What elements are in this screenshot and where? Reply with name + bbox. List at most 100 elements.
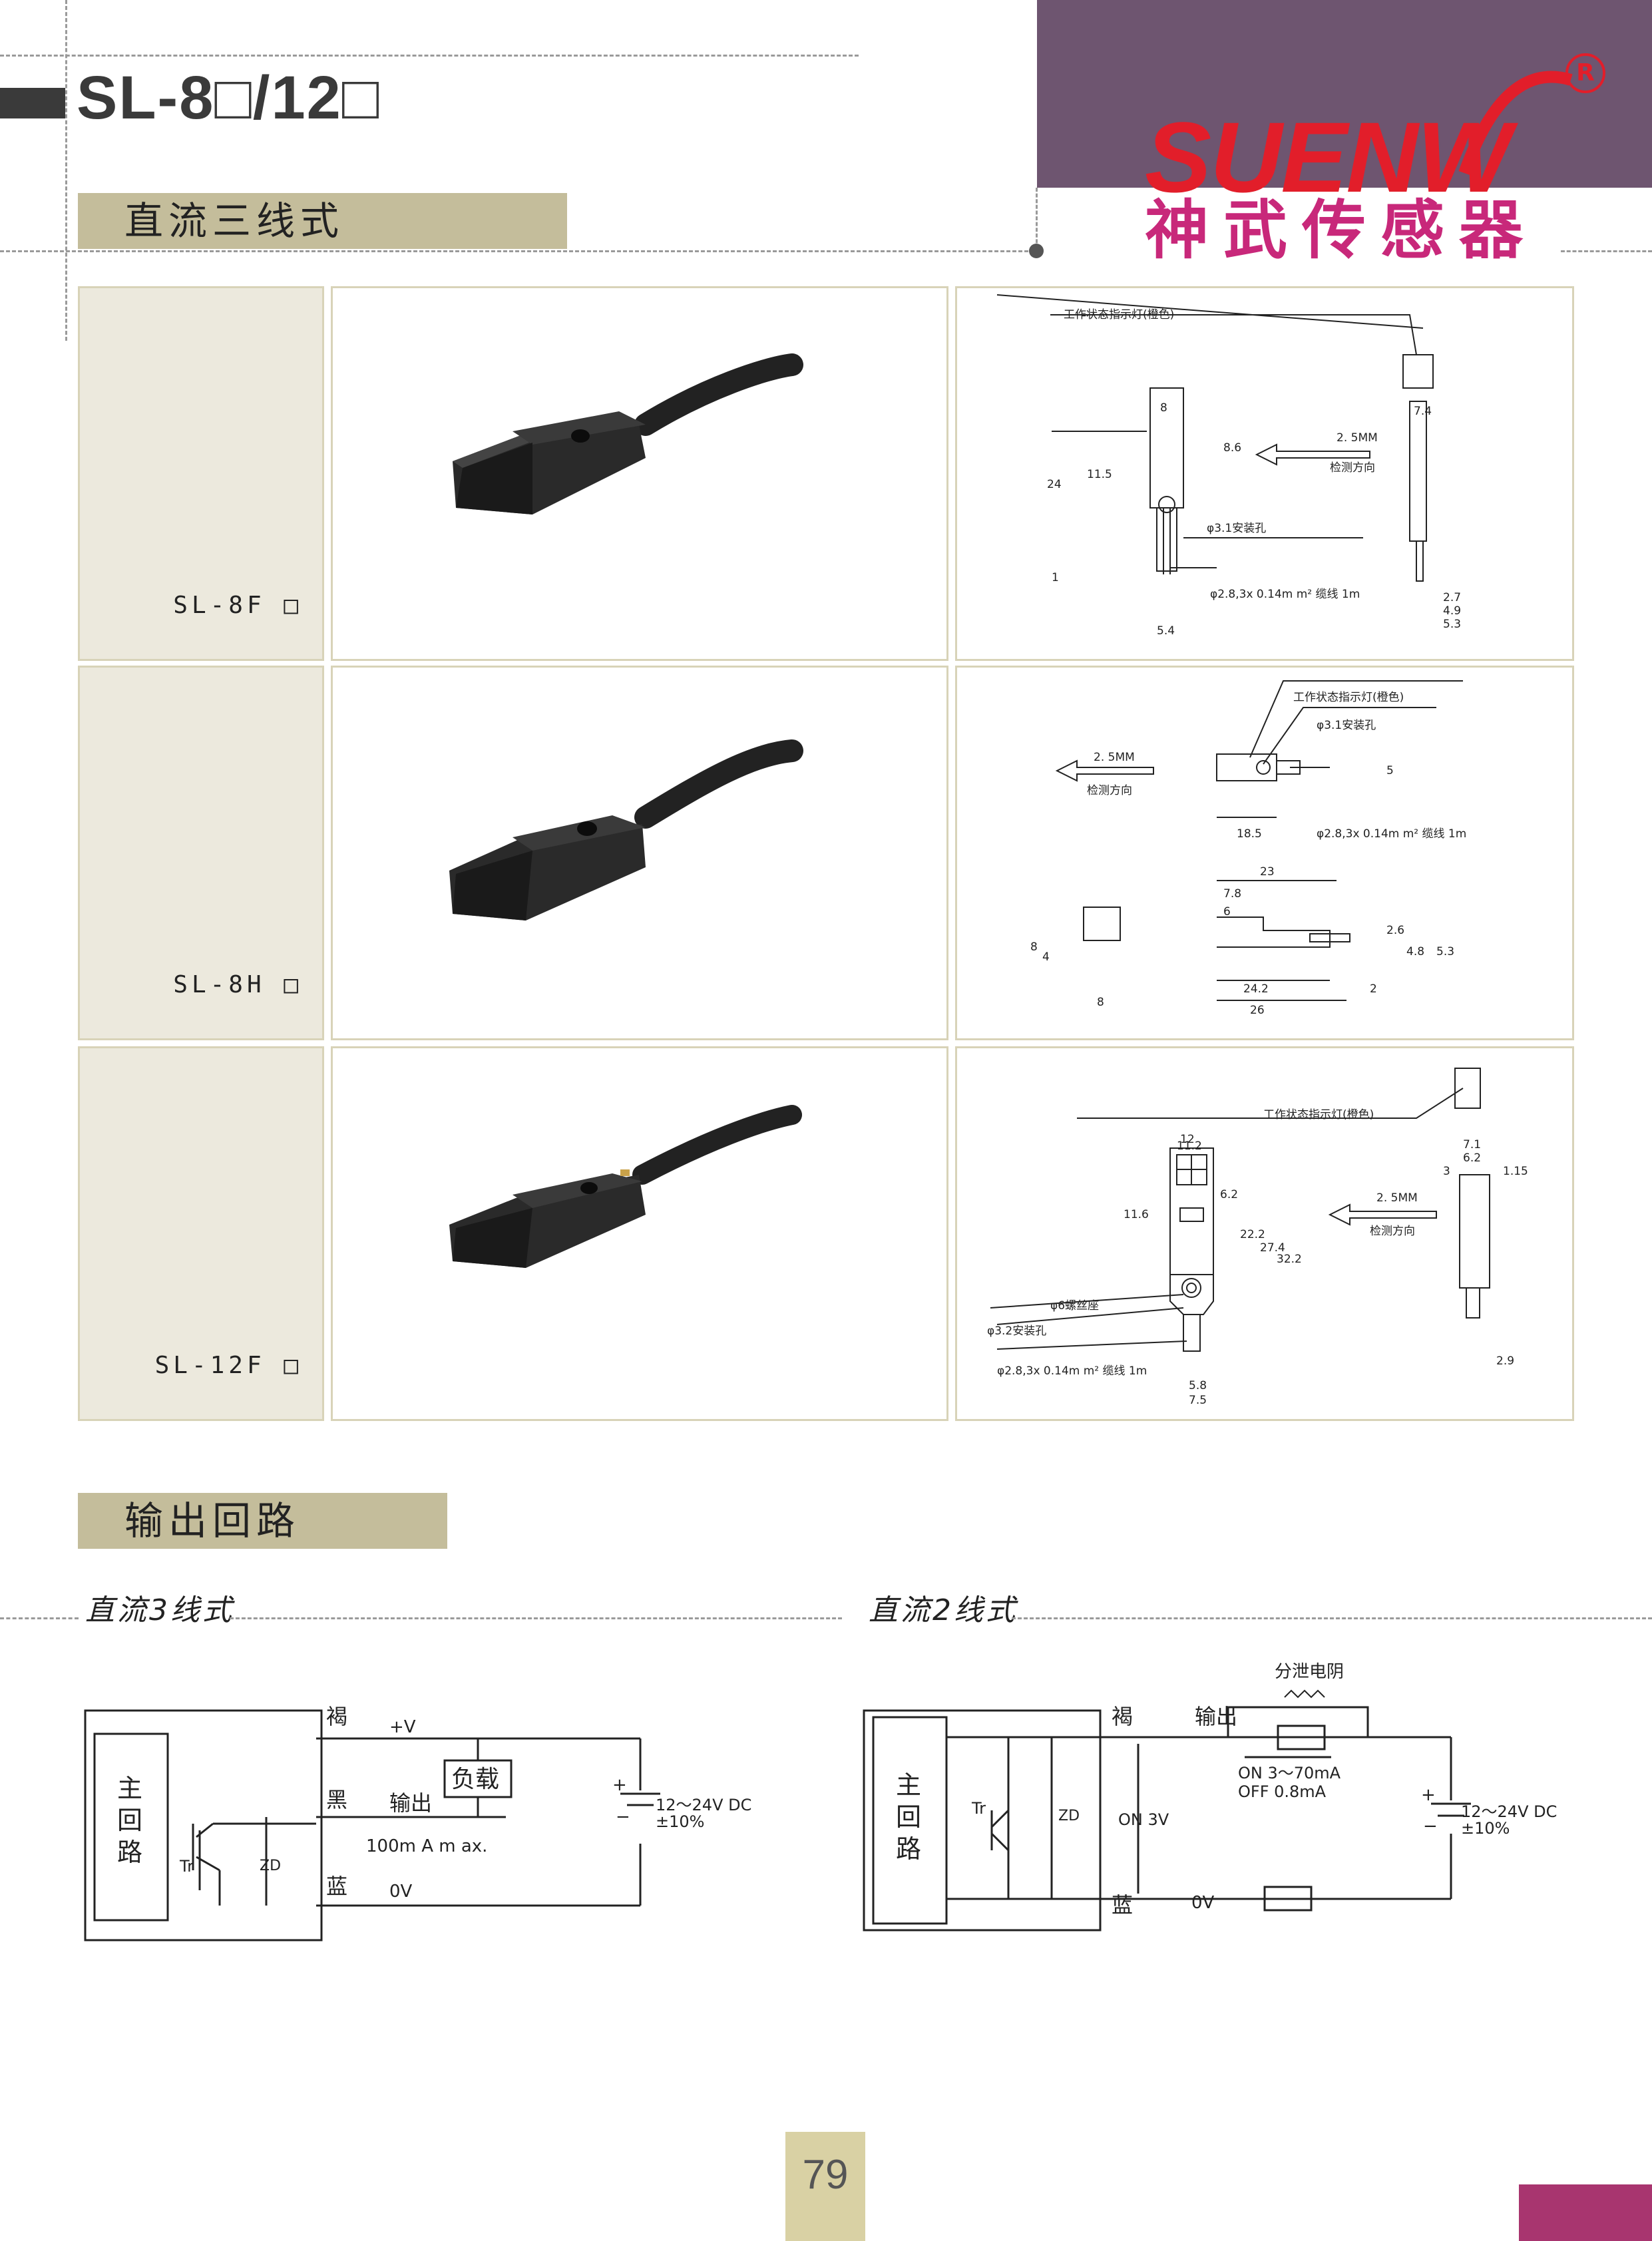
circuit-2wire: Tr ZD 主 回 路 褐 蓝 输出 分泄电阴 ON 3～70mA OFF 0.… (863, 1662, 1557, 1932)
dim-label: 6.2 (1463, 1151, 1481, 1165)
dim-label: 2.7 (1443, 591, 1461, 604)
main-circuit-char: 路 (117, 1838, 142, 1867)
model-label: SL-8H □ (173, 971, 302, 998)
page-number: 79 (785, 2132, 865, 2241)
circuit3-rule (230, 1617, 842, 1619)
screw-seat-label: φ6螺丝座 (1050, 1299, 1099, 1313)
dim-label: 22.2 (1240, 1228, 1265, 1241)
dim-label: 5 (1386, 764, 1394, 777)
main-circuit-char: 路 (896, 1834, 921, 1864)
wire-brown-label: 褐 (326, 1704, 347, 1729)
model-label: SL-12F □ (154, 1352, 302, 1379)
dim-label: 8 (1030, 940, 1038, 954)
dim-label: 8 (1097, 996, 1104, 1009)
battery-minus-sign: − (616, 1807, 630, 1827)
battery-plus-sign: + (612, 1775, 627, 1795)
model-cell: SL-8F □ (78, 286, 324, 661)
dim-label: 5.3 (1443, 618, 1461, 631)
circuit-3wire: Tr ZD 主 回 路 褐 黑 蓝 +V 输出 100m A m ax. 0V … (84, 1704, 751, 1941)
guide-line-top (0, 55, 859, 57)
dimension-drawing-sl8f: 工作状态指示灯(橙色) 2. 5MM 检测方向 φ3.1安装孔 φ2.8,3x … (996, 294, 1461, 638)
indicator-label: 工作状态指示灯(橙色) (1064, 308, 1174, 321)
dim-label: 5.3 (1436, 945, 1454, 958)
logo-swoosh (1458, 71, 1573, 175)
bleed-resistor-label: 分泄电阴 (1275, 1662, 1344, 1682)
title-marker (0, 88, 65, 118)
dim-label: 5.4 (1157, 624, 1175, 638)
circuit3-rule (0, 1617, 79, 1619)
dim-label: 3 (1443, 1165, 1450, 1178)
dim-label: 4 (1042, 950, 1050, 964)
off-current-label: OFF 0.8mA (1238, 1782, 1327, 1801)
output-label: 输出 (389, 1790, 432, 1816)
photo-cell (331, 1046, 948, 1421)
on-voltage-label: ON 3V (1118, 1810, 1169, 1829)
drawing-cell: 工作状态指示灯(橙色) 2. 5MM 检测方向 φ3.1安装孔 φ2.8,3x … (955, 286, 1574, 661)
zero-volt-label: 0V (1191, 1893, 1215, 1913)
dim-label: 12 (1180, 1133, 1195, 1146)
zd-label: ZD (260, 1858, 281, 1874)
mount-hole-label: φ3.1安装孔 (1207, 522, 1266, 535)
dim-label: 7.5 (1189, 1394, 1207, 1407)
main-circuit-char: 回 (117, 1806, 142, 1835)
dim-label: 7.8 (1223, 887, 1241, 901)
zd-label: ZD (1058, 1808, 1080, 1824)
dim-label: 6 (1223, 905, 1231, 918)
logo-chinese: 神武传感器 (1145, 193, 1538, 268)
dim-label: 11.6 (1124, 1208, 1149, 1221)
on-current-label: ON 3～70mA (1238, 1764, 1341, 1782)
detect-distance-label: 2. 5MM (1376, 1191, 1418, 1205)
cable-label: φ2.8,3x 0.14m m² 缆线 1m (997, 1364, 1147, 1378)
load-label: 负载 (451, 1766, 499, 1793)
sensor-photo (449, 1105, 802, 1268)
section-label-output-circuit: 输出回路 (78, 1493, 447, 1549)
dim-label: 1 (1052, 571, 1059, 584)
dim-label: 2.6 (1386, 924, 1404, 937)
output-label: 输出 (1195, 1704, 1237, 1729)
mount-hole-label: φ3.2安装孔 (987, 1324, 1046, 1338)
model-cell: SL-12F □ (78, 1046, 324, 1421)
current-label: 100m A m ax. (366, 1836, 487, 1856)
dim-label: 24 (1047, 478, 1062, 491)
dimension-drawing-sl12f: 工作状态指示灯(橙色) 2. 5MM 检测方向 φ6螺丝座 φ3.2安装孔 φ2… (987, 1068, 1528, 1407)
cable-label: φ2.8,3x 0.14m m² 缆线 1m (1210, 588, 1360, 601)
mount-hole-label: φ3.1安装孔 (1317, 719, 1376, 732)
battery-minus-sign: − (1423, 1816, 1438, 1836)
tolerance-label: ±10% (656, 1812, 704, 1831)
indicator-label: 工作状态指示灯(橙色) (1263, 1108, 1374, 1121)
dim-label: 1.15 (1503, 1165, 1528, 1178)
main-circuit-char: 主 (896, 1770, 921, 1800)
dim-label: 27.4 (1260, 1241, 1285, 1255)
wire-black-label: 黑 (326, 1787, 347, 1812)
dim-label: 11.2 (1177, 1139, 1202, 1153)
logo-background (1037, 0, 1652, 188)
dim-label: 6.2 (1220, 1188, 1238, 1201)
circuit2-rule (1012, 1617, 1652, 1619)
tr-label: Tr (179, 1857, 194, 1876)
dim-label: 26 (1250, 1004, 1265, 1017)
guide-dot (1029, 244, 1044, 258)
dim-label: 8.6 (1223, 441, 1241, 455)
guide-line-mid (0, 250, 1028, 252)
dim-label: 2.9 (1496, 1354, 1514, 1368)
circuit3-heading: 直流3线式 (85, 1593, 234, 1627)
battery-plus-sign: + (1421, 1785, 1436, 1805)
circuit2-heading: 直流2线式 (869, 1593, 1018, 1627)
section-label-dc3wire: 直流三线式 (78, 193, 567, 249)
drawing-cell: 工作状态指示灯(橙色) φ3.1安装孔 2. 5MM 检测方向 φ2.8,3x … (955, 666, 1574, 1040)
corner-tab (1519, 2184, 1652, 2241)
logo-text: SUENW (1145, 101, 1511, 213)
registered-mark: R (1565, 53, 1605, 93)
dimension-drawing-sl8h: 工作状态指示灯(橙色) φ3.1安装孔 2. 5MM 检测方向 φ2.8,3x … (1030, 680, 1466, 1017)
vplus-label: +V (389, 1717, 416, 1737)
tr-label: Tr (971, 1799, 986, 1818)
dim-label: 4.8 (1406, 945, 1424, 958)
detect-direction-label: 检测方向 (1370, 1225, 1415, 1238)
zero-volt-label: 0V (389, 1882, 413, 1902)
model-cell: SL-8H □ (78, 666, 324, 1040)
dim-label: 8 (1160, 401, 1167, 415)
dim-label: 4.9 (1443, 604, 1461, 618)
detect-distance-label: 2. 5MM (1337, 431, 1378, 445)
photo-cell (331, 286, 948, 661)
wire-blue-label: 蓝 (326, 1874, 347, 1899)
